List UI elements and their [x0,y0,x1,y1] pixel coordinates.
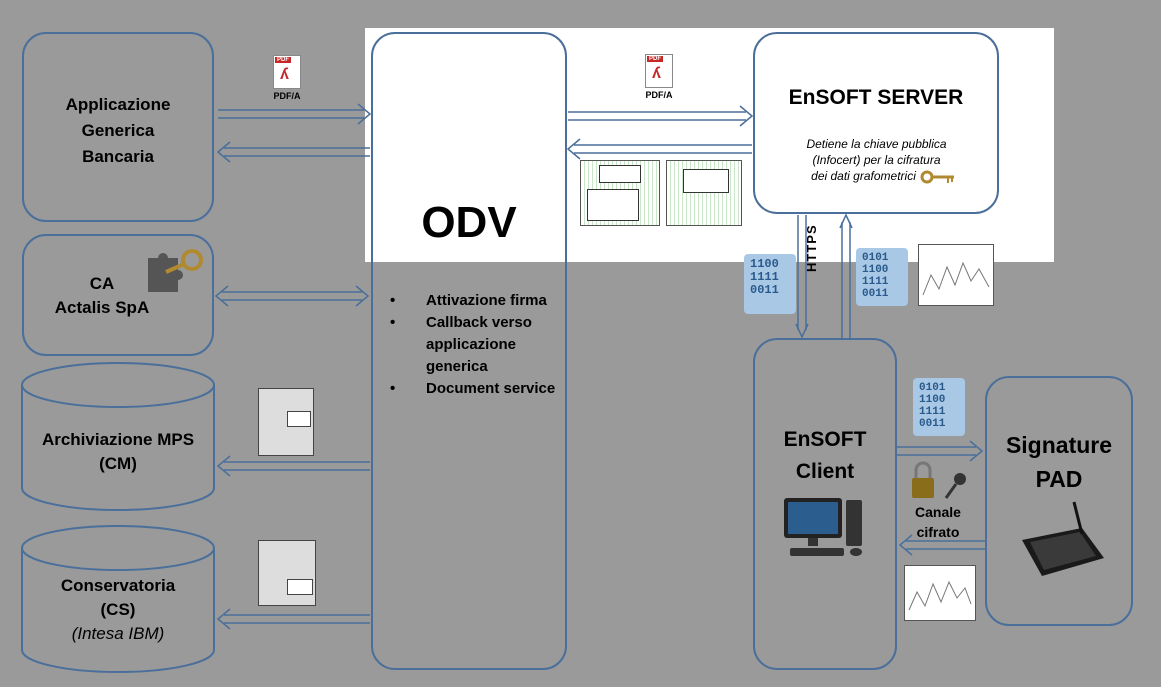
client-label: EnSOFT Client [753,424,897,488]
ca-line2: Actalis SpA [54,298,150,317]
pad-box [985,376,1133,626]
ca-box [22,234,214,356]
archiviazione-label: Archiviazione MPS (CM) [22,428,214,476]
binary-file-icon: 0101 1100 1111 0011 [913,378,965,436]
pdf-symbol: ʎ [280,66,289,83]
client-line1: EnSOFT [783,428,867,451]
applicazione-line1: Applicazione [65,95,171,114]
pad-line1: Signature [1005,432,1113,458]
applicazione-line3: Bancaria [82,147,154,166]
computer-icon [784,498,862,556]
document-icon [258,388,314,456]
binary-file-icon: 1100 1111 0011 [744,254,796,314]
arrow-odv-to-app [216,141,370,163]
graph-lines [908,580,972,611]
signature-pad-icon [1022,501,1104,576]
applicazione-box [22,32,214,222]
arrow-server-to-odv [566,138,752,160]
server-description: Detiene la chiave pubblica (Infocert) pe… [774,136,979,184]
conservatoria-cylinder [21,525,215,673]
signature-thumbnail-icon [666,160,742,226]
pdf-tag: PDF [275,57,291,63]
server-description-line1: Detiene la chiave pubblica [806,137,947,151]
graph-lines [922,261,990,296]
arrow-client-to-server [839,213,853,338]
conservatoria-line1: Conservatoria [60,576,176,595]
archiviazione-cylinder [21,362,215,511]
odv-bullet-list: •Attivazione firma •Callback verso appli… [390,290,560,400]
odv-title: ODV [421,198,517,247]
key-icon [944,473,966,499]
pdf-tag: PDF [647,56,663,62]
key-icon [920,170,954,184]
odv-bullet-text: Document service [426,380,556,397]
doc-inner [287,411,311,427]
binary-file-icon: 0101 1100 1111 0011 [856,248,908,306]
applicazione-line2: Generica [81,121,155,140]
canale-line2: cifrato [916,524,960,540]
ca-line1: CA [89,274,115,293]
odv-box [371,32,567,670]
archiviazione-line2: (CM) [99,454,137,473]
signature-thumbnail-icon [580,160,660,226]
pad-label: Signature PAD [985,428,1133,496]
arrow-pad-to-client [898,534,985,556]
signature-graph-thumbnail [904,565,976,621]
conservatoria-line3: (Intesa IBM) [71,624,165,643]
arrow-odv-to-archiviazione [216,455,370,477]
signature-box [599,165,641,183]
odv-bullet: •Attivazione firma [390,292,547,309]
pdfa-label-2: PDF/A [645,90,673,100]
pdfa-label-1: PDF/A [273,91,301,101]
client-box [753,338,897,670]
document-icon [258,540,316,606]
server-description-line3: dei dati grafometrici [811,169,916,183]
doc-inner [287,579,313,595]
arrow-odv-to-server [568,105,754,127]
odv-bullet: •Callback verso applicazione generica [390,314,532,375]
client-line2: Client [795,460,855,483]
arrow-client-to-pad [897,440,984,462]
conservatoria-label: Conservatoria (CS) (Intesa IBM) [22,574,214,646]
padlock-icon [912,461,934,498]
odv-bullet-text: Callback verso applicazione generica [426,314,532,375]
arrow-odv-to-conservatoria [216,608,370,630]
pdf-symbol: ʎ [652,65,661,82]
signature-box [587,189,639,221]
https-label: HTTPS [804,224,819,272]
pad-line2: PAD [1035,466,1083,492]
server-box [753,32,999,214]
canale-label: Canale cifrato [900,502,976,542]
canale-line1: Canale [915,504,961,520]
arrow-ca-odv [214,285,370,307]
arrow-app-to-odv [218,103,372,125]
odv-bullet-text: Attivazione firma [426,292,547,309]
conservatoria-line2: (CS) [100,600,136,619]
signature-box [683,169,729,193]
server-description-line2: (Infocert) per la cifratura [812,153,941,167]
applicazione-label: Applicazione Generica Bancaria [22,92,214,170]
arrow-server-to-client [795,215,809,339]
puzzle-key-icon [148,249,203,292]
odv-bullet: •Document service [390,380,556,397]
archiviazione-line1: Archiviazione MPS [41,430,195,449]
signature-graph-thumbnail [918,244,994,306]
ca-label: CA Actalis SpA [22,272,182,320]
server-title: EnSOFT SERVER [788,86,964,109]
